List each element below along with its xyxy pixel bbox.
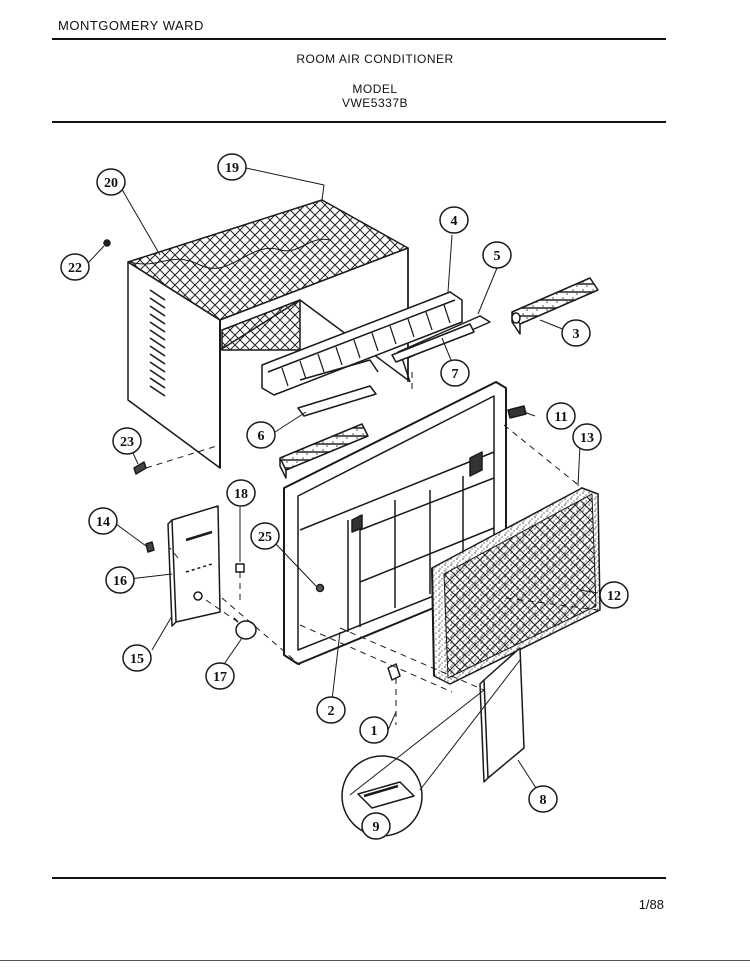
callout-17: 17 — [205, 662, 235, 690]
callout-11: 11 — [546, 402, 576, 430]
callout-label: 16 — [113, 574, 127, 589]
callout-label: 1 — [371, 724, 378, 739]
model-number: VWE5337B — [341, 96, 409, 110]
callout-label: 20 — [104, 176, 118, 191]
callout-label: 13 — [580, 431, 594, 446]
clip-part-14 — [145, 541, 155, 553]
page-number: 1/88 — [638, 897, 664, 912]
callout-label: 17 — [213, 670, 227, 685]
callout-8: 8 — [528, 785, 558, 813]
callout-label: 7 — [452, 367, 459, 382]
control-panel-part — [167, 505, 221, 627]
callout-7: 7 — [440, 359, 470, 387]
callout-9: 9 — [361, 812, 391, 840]
callout-16: 16 — [105, 566, 135, 594]
callout-3: 3 — [561, 319, 591, 347]
callout-23: 23 — [112, 427, 142, 455]
callout-1: 1 — [359, 716, 389, 744]
callout-label: 6 — [258, 429, 265, 444]
callout-12: 12 — [599, 581, 629, 609]
title-rule — [52, 121, 666, 123]
louver-assembly-part — [261, 291, 463, 396]
callout-20: 20 — [96, 168, 126, 196]
callout-label: 9 — [373, 820, 380, 835]
panel-part-8 — [479, 647, 525, 783]
callout-label: 14 — [96, 515, 110, 530]
louver-part-3 — [511, 277, 599, 335]
detail-circle-part-9 — [341, 755, 423, 837]
callout-13: 13 — [572, 423, 602, 451]
nut-part-18 — [235, 563, 245, 573]
cabinet-part — [127, 199, 409, 469]
header-rule — [52, 38, 666, 40]
callout-label: 25 — [258, 530, 272, 545]
footer-rule — [52, 877, 666, 879]
callout-label: 12 — [607, 589, 621, 604]
clip-part-1 — [387, 663, 401, 681]
callout-4: 4 — [439, 206, 469, 234]
callout-label: 2 — [328, 704, 335, 719]
callout-label: 23 — [120, 435, 134, 450]
callout-18: 18 — [226, 479, 256, 507]
brand-name: MONTGOMERY WARD — [58, 18, 204, 33]
vent-louver-part — [279, 423, 369, 479]
callout-25: 25 — [250, 522, 280, 550]
fastener-part-11 — [507, 405, 527, 419]
bracket-part-6 — [297, 385, 377, 417]
screw-part-23 — [133, 461, 147, 475]
callout-5: 5 — [482, 241, 512, 269]
callout-label: 3 — [573, 327, 580, 342]
scan-edge-line — [0, 960, 750, 961]
callout-19: 19 — [217, 153, 247, 181]
callout-label: 8 — [540, 793, 547, 808]
callout-22: 22 — [60, 253, 90, 281]
callout-14: 14 — [88, 507, 118, 535]
callout-label: 15 — [130, 652, 144, 667]
callout-label: 4 — [451, 214, 458, 229]
callout-2: 2 — [316, 696, 346, 724]
callout-15: 15 — [122, 644, 152, 672]
callout-label: 18 — [234, 487, 248, 502]
callout-label: 22 — [68, 261, 82, 276]
bracket-part-7 — [391, 323, 475, 363]
callout-label: 5 — [494, 249, 501, 264]
product-title: ROOM AIR CONDITIONER — [296, 52, 454, 66]
knob-part-17 — [233, 617, 257, 640]
model-label: MODEL — [352, 82, 398, 96]
callout-label: 19 — [225, 161, 239, 176]
callout-6: 6 — [246, 421, 276, 449]
callout-label: 11 — [554, 410, 567, 425]
screw-part-22 — [103, 239, 111, 247]
